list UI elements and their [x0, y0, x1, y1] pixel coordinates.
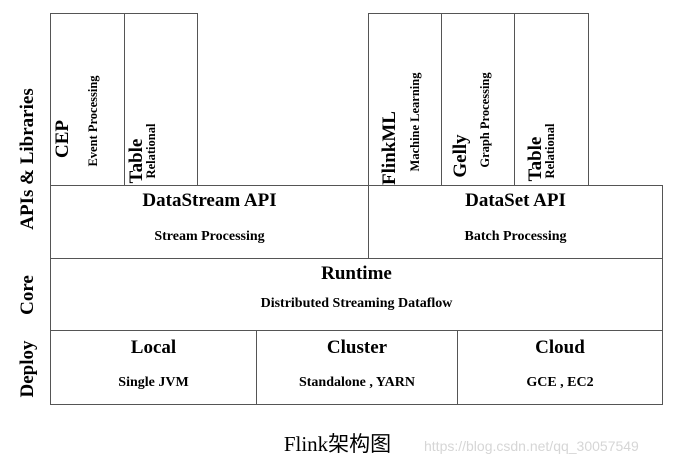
datastream-api-box: DataStream API Stream Processing — [50, 185, 369, 259]
deploy-name: Cluster — [326, 337, 388, 358]
library-desc: Machine Learning — [408, 72, 422, 172]
library-box-flinkml: FlinkML Machine Learning — [368, 13, 442, 186]
runtime-name: Runtime — [321, 263, 392, 284]
api-name: DataStream API — [142, 190, 277, 211]
library-desc: Graph Processing — [478, 72, 492, 168]
deploy-desc: Single JVM — [118, 375, 189, 390]
layer-label-deploy: Deploy — [17, 340, 38, 398]
runtime-desc: Distributed Streaming Dataflow — [260, 296, 453, 311]
deploy-cluster-box: Cluster Standalone , YARN — [256, 330, 458, 405]
library-box-table-streaming: Table Relational — [124, 13, 198, 186]
deploy-name: Cloud — [535, 337, 585, 358]
library-box-cep: CEP Event Processing — [50, 13, 125, 186]
dataset-api-box: DataSet API Batch Processing — [368, 185, 663, 259]
api-desc: Stream Processing — [154, 229, 265, 244]
library-desc: Event Processing — [86, 75, 100, 167]
library-box-table-batch: Table Relational — [514, 13, 589, 186]
deploy-local-box: Local Single JVM — [50, 330, 257, 405]
layer-label-core: Core — [17, 275, 38, 315]
library-box-gelly: Gelly Graph Processing — [441, 13, 515, 186]
deploy-desc: Standalone , YARN — [298, 375, 416, 390]
deploy-cloud-box: Cloud GCE , EC2 — [457, 330, 663, 405]
api-desc: Batch Processing — [464, 229, 567, 244]
figure-caption: Flink架构图 — [283, 432, 392, 456]
deploy-name: Local — [130, 337, 177, 358]
api-name: DataSet API — [465, 190, 566, 211]
watermark: https://blog.csdn.net/qq_30057549 — [424, 438, 639, 454]
runtime-box: Runtime Distributed Streaming Dataflow — [50, 258, 663, 331]
library-name: CEP — [52, 120, 73, 158]
layer-label-apis-libraries: APIs & Libraries — [17, 88, 38, 230]
deploy-desc: GCE , EC2 — [526, 375, 594, 390]
